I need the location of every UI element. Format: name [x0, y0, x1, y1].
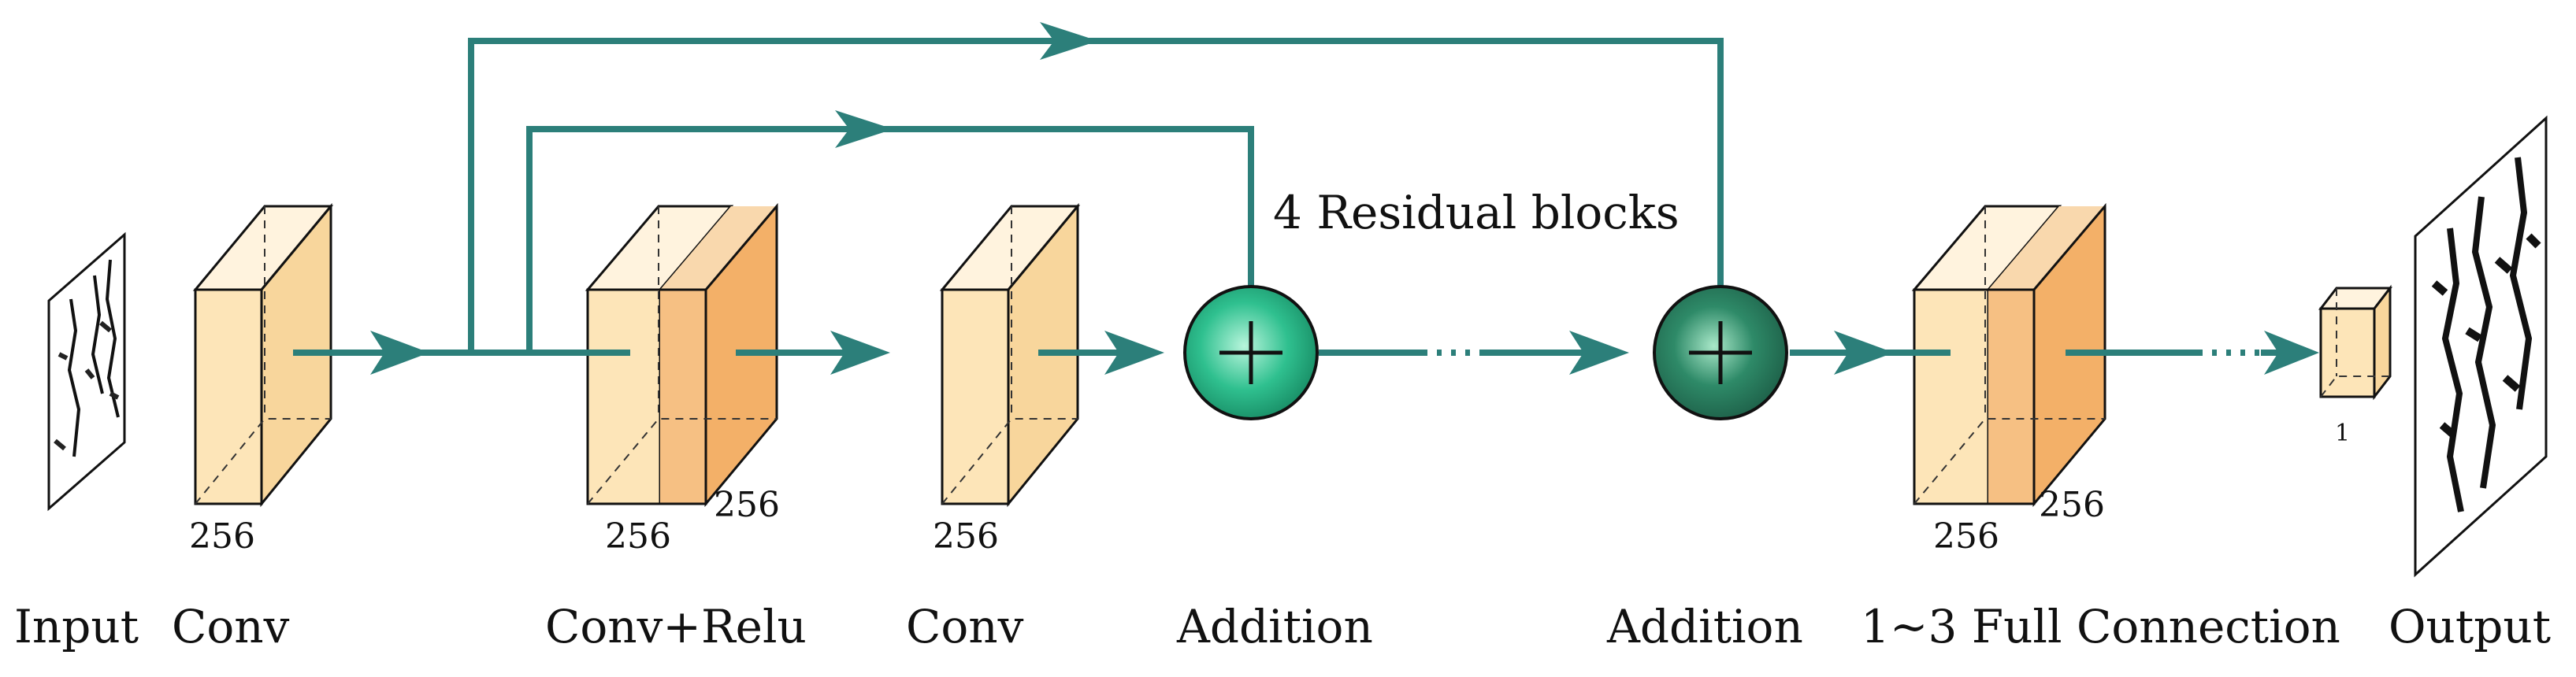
fc-depth-label: 256 — [1933, 516, 1999, 557]
input-caption: Input — [14, 600, 139, 653]
addition2-caption: Addition — [1606, 600, 1803, 653]
unit-block — [2318, 284, 2393, 401]
addition-node-2 — [1653, 285, 1788, 420]
addition1-caption: Addition — [1176, 600, 1373, 653]
input-image — [47, 231, 126, 512]
residual-blocks-label: 4 Residual blocks — [1273, 186, 1680, 239]
conv2-caption: Conv — [906, 600, 1024, 653]
conv-relu-caption: Conv+Relu — [545, 600, 807, 653]
output-image — [2414, 115, 2548, 578]
addition-node-1 — [1183, 285, 1319, 420]
arrow-right-icon — [370, 22, 2319, 375]
conv1-caption: Conv — [172, 600, 290, 653]
full-connection-caption: 1~3 Full Connection — [1861, 600, 2340, 653]
full-connection-block — [1911, 202, 2106, 508]
conv2-depth-label: 256 — [933, 516, 999, 557]
conv-relu-depth-label: 256 — [605, 516, 671, 557]
conv1-depth-label: 256 — [189, 516, 255, 557]
unit-dimension-label: 1 — [2335, 420, 2350, 447]
conv-block-1 — [192, 202, 334, 508]
conv-relu-width-label: 256 — [714, 485, 780, 525]
output-caption: Output — [2389, 600, 2551, 653]
fc-width-label: 256 — [2039, 485, 2105, 525]
conv-relu-block — [585, 202, 778, 508]
